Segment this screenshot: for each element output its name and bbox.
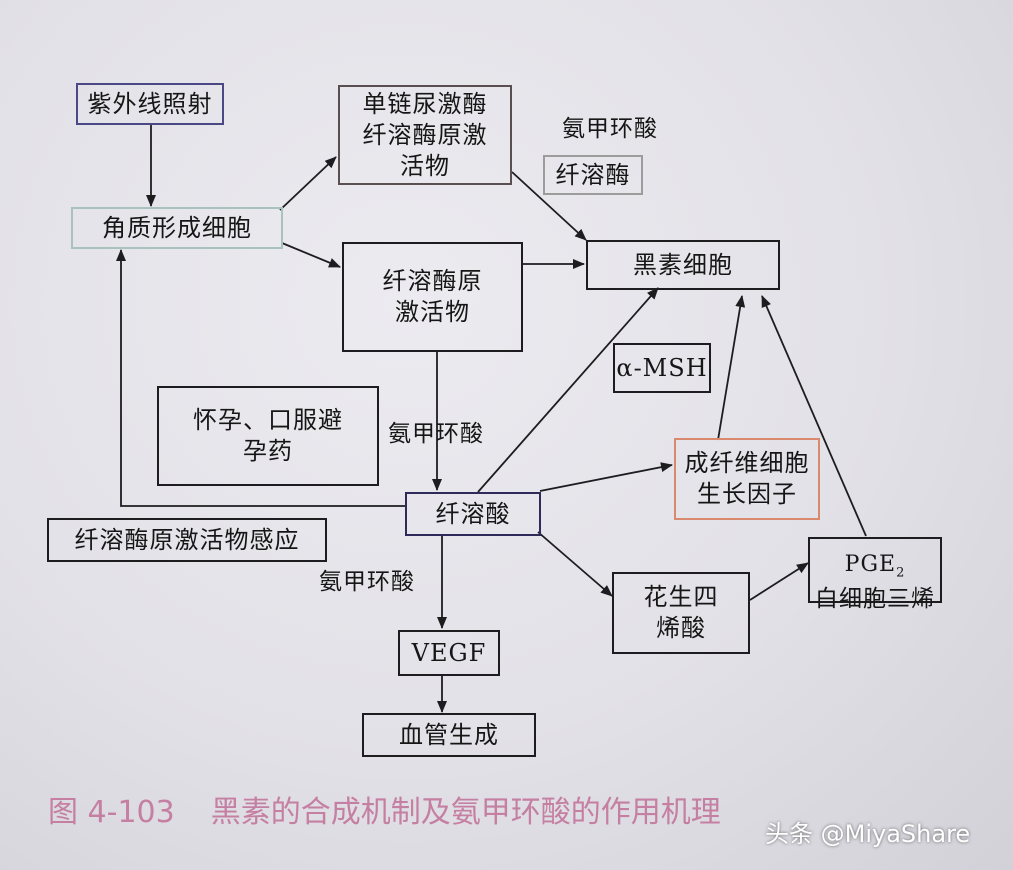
pregnancy-oral-contraceptive-box: 怀孕、口服避 孕药 [157,386,379,486]
arrow-plasmin-acid-to-keratinocyte [116,249,405,507]
arrow-keratinocyte-to-scupa [279,156,337,211]
arrow-plasmin-acid-to-melanocyte [477,287,659,493]
figure-number: 图 4-103 [48,795,175,830]
alpha-msh-box: α-MSH [613,343,711,393]
uv-irradiation-box: 紫外线照射 [76,83,224,125]
figure-caption: 图 4-103 黑素的合成机制及氨甲环酸的作用机理 [48,787,721,831]
arrow-keratinocyte-to-activator [281,242,341,268]
plasmin-top-box: 纤溶酶 [543,155,643,195]
arrow-pge2-to-melanocyte [761,295,867,537]
fgf-box: 成纤维细胞 生长因子 [674,438,820,520]
arrow-plasmin-acid-to-fgf [539,462,673,492]
pge2-text: PGE [844,552,897,578]
plasmin-acid-box: 纤溶酸 [405,492,541,536]
arrow-arachidonic-to-pge2 [749,562,809,601]
vegf-box: VEGF [398,630,500,676]
keratinocyte-box: 角质形成细胞 [71,207,283,249]
plasminogen-activator-induction-box: 纤溶酶原激活物感应 [47,518,327,562]
arrow-scupa-to-melanocyte [511,171,587,241]
plasminogen-activator-box: 纤溶酶原 激活物 [342,242,523,352]
arachidonic-acid-box: 花生四 烯酸 [612,572,750,654]
leukotriene-text: 白细胞三烯 [815,585,935,612]
tranexamic-acid-label-top: 氨甲环酸 [562,116,658,142]
arrow-plasmin-acid-to-arachidonic [537,531,613,597]
arrow-fgf-to-melanocyte [717,295,746,441]
tranexamic-acid-label-mid: 氨甲环酸 [388,421,484,447]
pge2-leukotriene-box: PGE2 白细胞三烯 [808,537,942,612]
angiogenesis-box: 血管生成 [362,713,536,757]
pge2-subscript: 2 [896,565,906,581]
scu-pa-box: 单链尿激酶 纤溶酶原激 活物 [338,85,512,185]
tranexamic-acid-label-bottom: 氨甲环酸 [319,569,415,595]
watermark: 头条 @MiyaShare [765,820,971,848]
figure-title: 黑素的合成机制及氨甲环酸的作用机理 [210,795,721,830]
melanocyte-box: 黑素细胞 [586,240,780,290]
